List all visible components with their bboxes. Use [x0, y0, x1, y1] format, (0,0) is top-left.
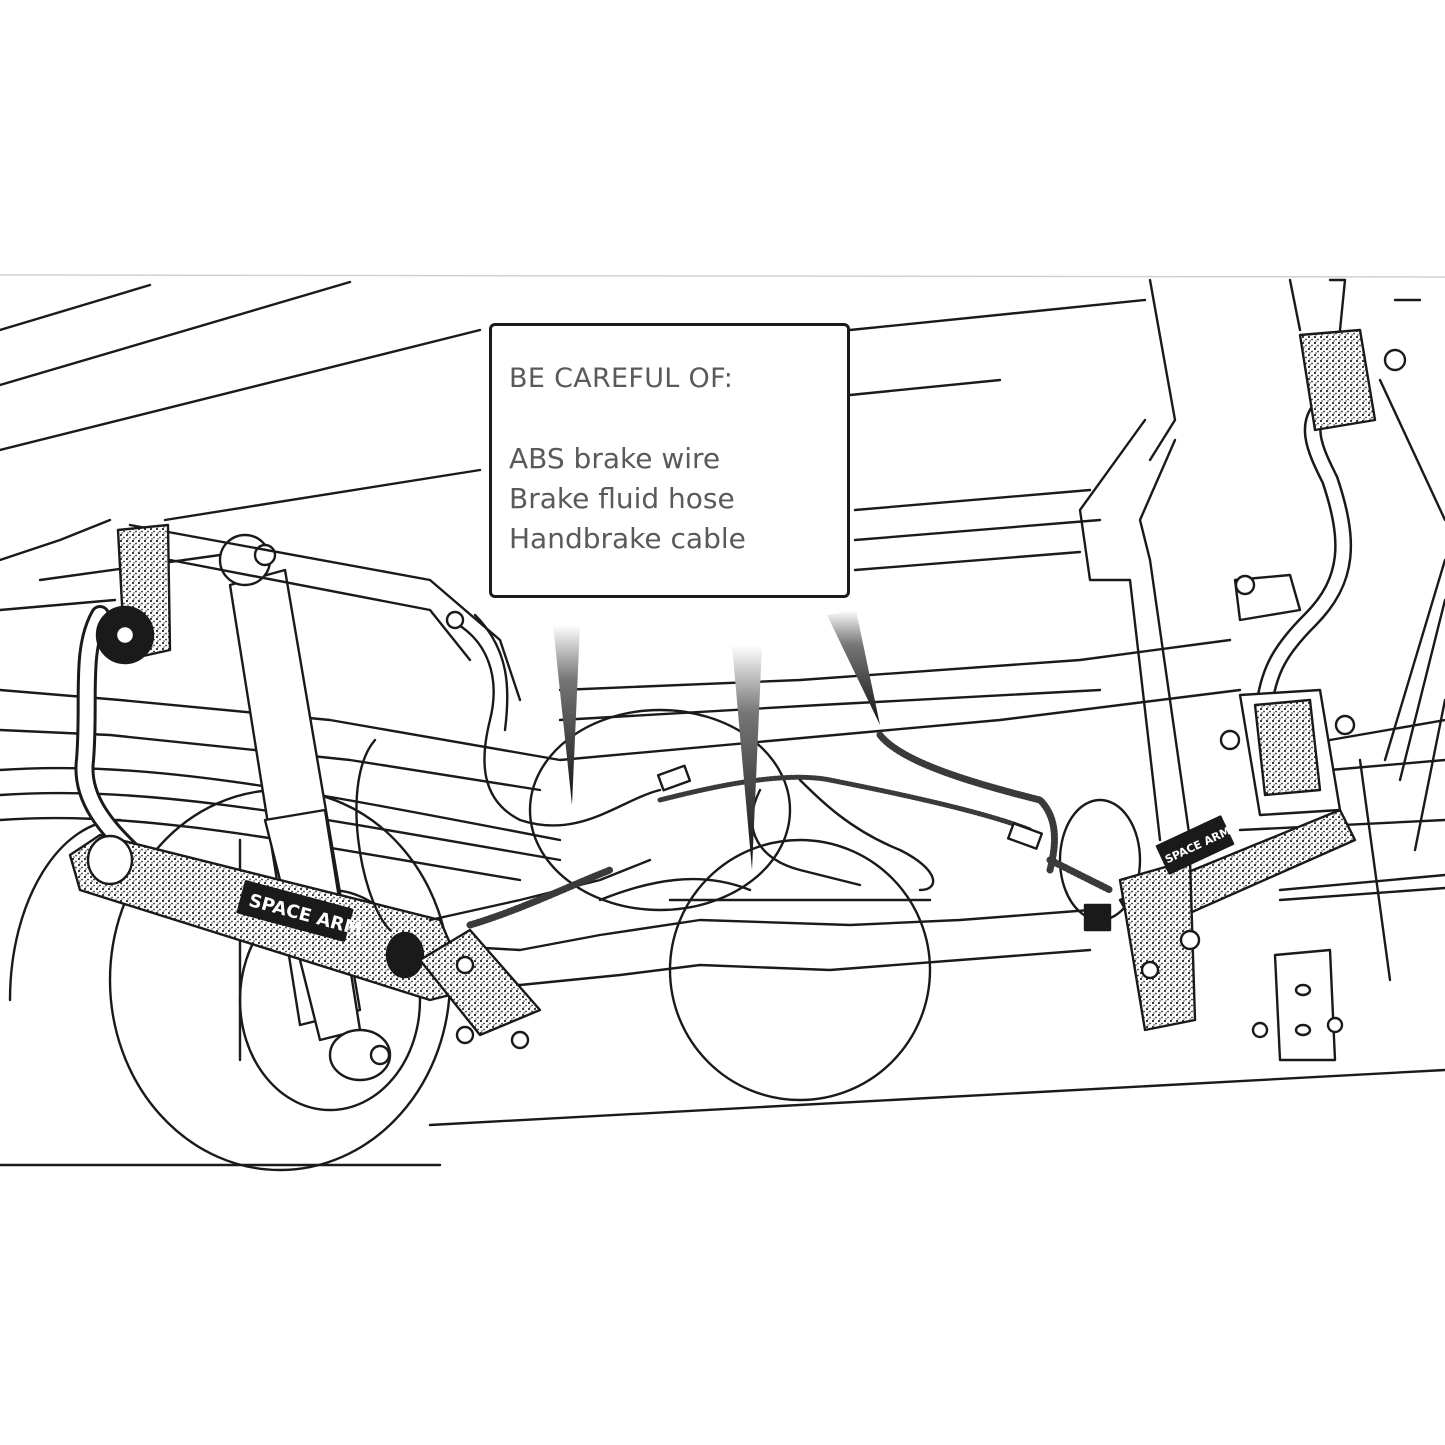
nut-icon — [455, 955, 475, 975]
brake-line — [355, 738, 392, 932]
right-shock-tower — [1138, 438, 1192, 842]
body-panel-line — [163, 468, 482, 522]
nut-icon — [445, 610, 465, 630]
callout-heading: BE CAREFUL OF: — [509, 363, 734, 394]
drop-link-bracket — [1298, 328, 1377, 432]
handbrake-cable — [876, 731, 1058, 874]
nut-icon — [1383, 348, 1407, 372]
differential-housing — [668, 838, 932, 1102]
brake-line — [428, 858, 652, 922]
nut-icon — [1334, 714, 1356, 736]
nut-icon — [455, 1025, 475, 1045]
anti-roll-bar-top — [1328, 278, 1347, 332]
abs-connector — [656, 764, 692, 792]
left-arm-bushing-end — [385, 931, 425, 979]
right-brake-pipe — [1278, 886, 1445, 902]
callout-item-brake-fluid-hose: Brake fluid hose — [509, 482, 735, 515]
body-panel-line — [0, 280, 352, 387]
frame-rail — [0, 728, 542, 792]
body-panel-line — [1378, 378, 1445, 522]
brake-fluid-hose — [473, 613, 509, 732]
body-panel-line — [0, 518, 112, 562]
ground-line — [428, 1068, 1445, 1127]
body-panel-line — [853, 518, 1102, 542]
frame-rail — [558, 688, 1102, 722]
frame-rail — [1328, 758, 1445, 772]
right-brake-pipe — [1278, 873, 1445, 892]
frame-rail — [1328, 718, 1445, 742]
body-panel-line — [1413, 698, 1445, 852]
arrow-handbrake-cable — [827, 610, 880, 725]
nut-icon — [1219, 729, 1241, 751]
frame-rail — [0, 688, 1242, 762]
brake-fluid-hose — [448, 618, 662, 827]
callout-item-abs-brake-wire: ABS brake wire — [509, 442, 721, 475]
abs-connector — [1083, 903, 1112, 932]
body-panel-line — [853, 488, 1092, 512]
lower-bushing — [1253, 698, 1322, 797]
axle-tube — [428, 948, 1092, 987]
frame-bracket — [1273, 948, 1337, 1062]
nut-icon — [1179, 929, 1201, 951]
leaf-spring — [0, 791, 562, 862]
callout-list: ABS brake wire Brake fluid hose Handbrak… — [509, 439, 847, 559]
bracket-hole — [1294, 1023, 1312, 1037]
right-brake-pipe — [1358, 758, 1392, 982]
crossmember — [128, 523, 522, 702]
nut-icon — [1251, 1021, 1269, 1039]
left-axle-clamp — [418, 928, 542, 1037]
frame-top-line — [0, 274, 1445, 278]
anti-roll-bar — [1258, 393, 1350, 707]
handbrake-cable — [657, 774, 1033, 833]
arrow-abs-brake-wire — [553, 625, 580, 805]
abs-brake-wire — [598, 877, 752, 902]
body-panel-line — [848, 378, 1002, 397]
warning-callout-box: BE CAREFUL OF: ABS brake wire Brake flui… — [489, 323, 850, 598]
left-arm-label-plate — [236, 880, 354, 942]
crossmember — [168, 558, 472, 662]
body-panel-line — [0, 598, 117, 612]
body-panel-line — [848, 298, 1147, 332]
body-panel-line — [1398, 598, 1445, 782]
right-shock-tower — [1078, 418, 1162, 842]
body-panel-line — [0, 283, 152, 332]
left-drop-link — [77, 608, 137, 857]
leaf-spring — [0, 766, 562, 842]
bracket-hole — [1294, 983, 1312, 997]
callout-item-handbrake-cable: Handbrake cable — [509, 522, 746, 555]
body-panel-line — [853, 550, 1082, 572]
axle-tube — [428, 908, 1092, 952]
arrow-brake-fluid-hose — [732, 645, 762, 870]
differential-cover — [528, 708, 792, 912]
left-bushing-center — [114, 624, 136, 646]
leaf-spring — [0, 816, 522, 882]
nut-icon — [369, 1044, 391, 1066]
frame-rail — [558, 638, 1232, 692]
body-panel-line — [0, 328, 482, 452]
nut-icon — [1140, 960, 1160, 980]
left-arm-bushing — [86, 834, 134, 886]
nut-icon — [1234, 574, 1256, 596]
abs-connector — [1006, 822, 1044, 850]
nut-icon — [510, 1030, 530, 1050]
abs-brake-wire — [798, 778, 935, 892]
nut-icon — [1326, 1016, 1344, 1034]
body-panel-line — [1288, 278, 1302, 332]
handbrake-cable — [1046, 856, 1114, 894]
body-panel-line — [1383, 558, 1445, 762]
body-panel-line — [1148, 278, 1177, 462]
right-arm-label-plate — [1155, 815, 1235, 875]
abs-brake-wire — [750, 788, 862, 887]
handbrake-cable — [466, 866, 614, 929]
